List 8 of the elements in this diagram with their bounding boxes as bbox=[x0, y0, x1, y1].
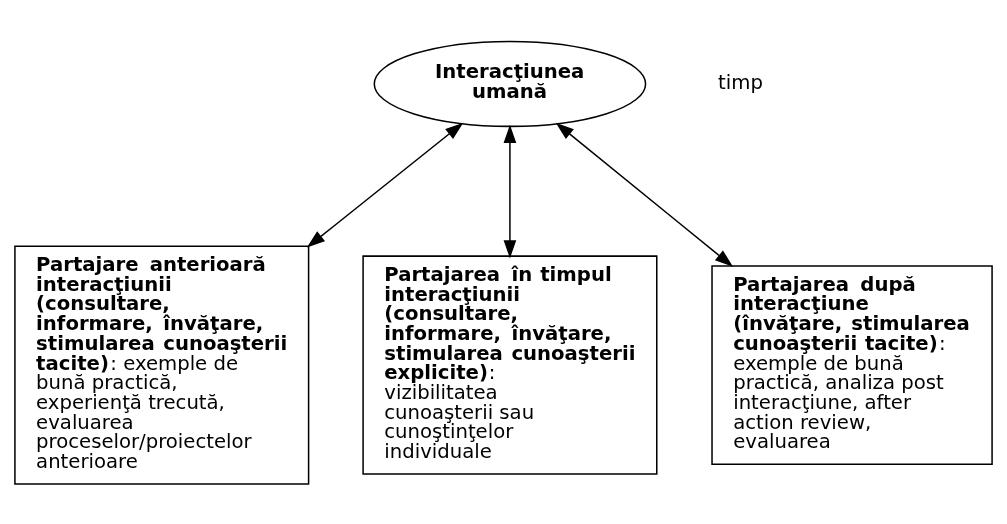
arrow bbox=[503, 124, 517, 258]
arrow bbox=[306, 122, 464, 248]
node-ellipse: Interacţiunea umană bbox=[373, 40, 647, 127]
arrow bbox=[555, 122, 734, 267]
node-box: Partajarea în timpul interacţiunii (consultare, informare, învăţare, stimularea cunoaşterii explicite): vizibilitatea cunoaşterii sau cunoştinţelor individuale bbox=[362, 254, 658, 475]
node-box: Partajarea după interacţiune (învăţare, stimularea cunoaşterii tacite): exemple de bună practică, analiza post interacţiune, after action review, evaluarea bbox=[711, 264, 993, 465]
node-box: Partajare anterioară interacţiunii (consultare, informare, învăţare, stimularea cunoaşterii tacite): exemple de bună practică, experienţă trecută, evaluarea proceselor/proiectelor anterioare bbox=[14, 245, 310, 485]
label: timp bbox=[718, 70, 763, 94]
